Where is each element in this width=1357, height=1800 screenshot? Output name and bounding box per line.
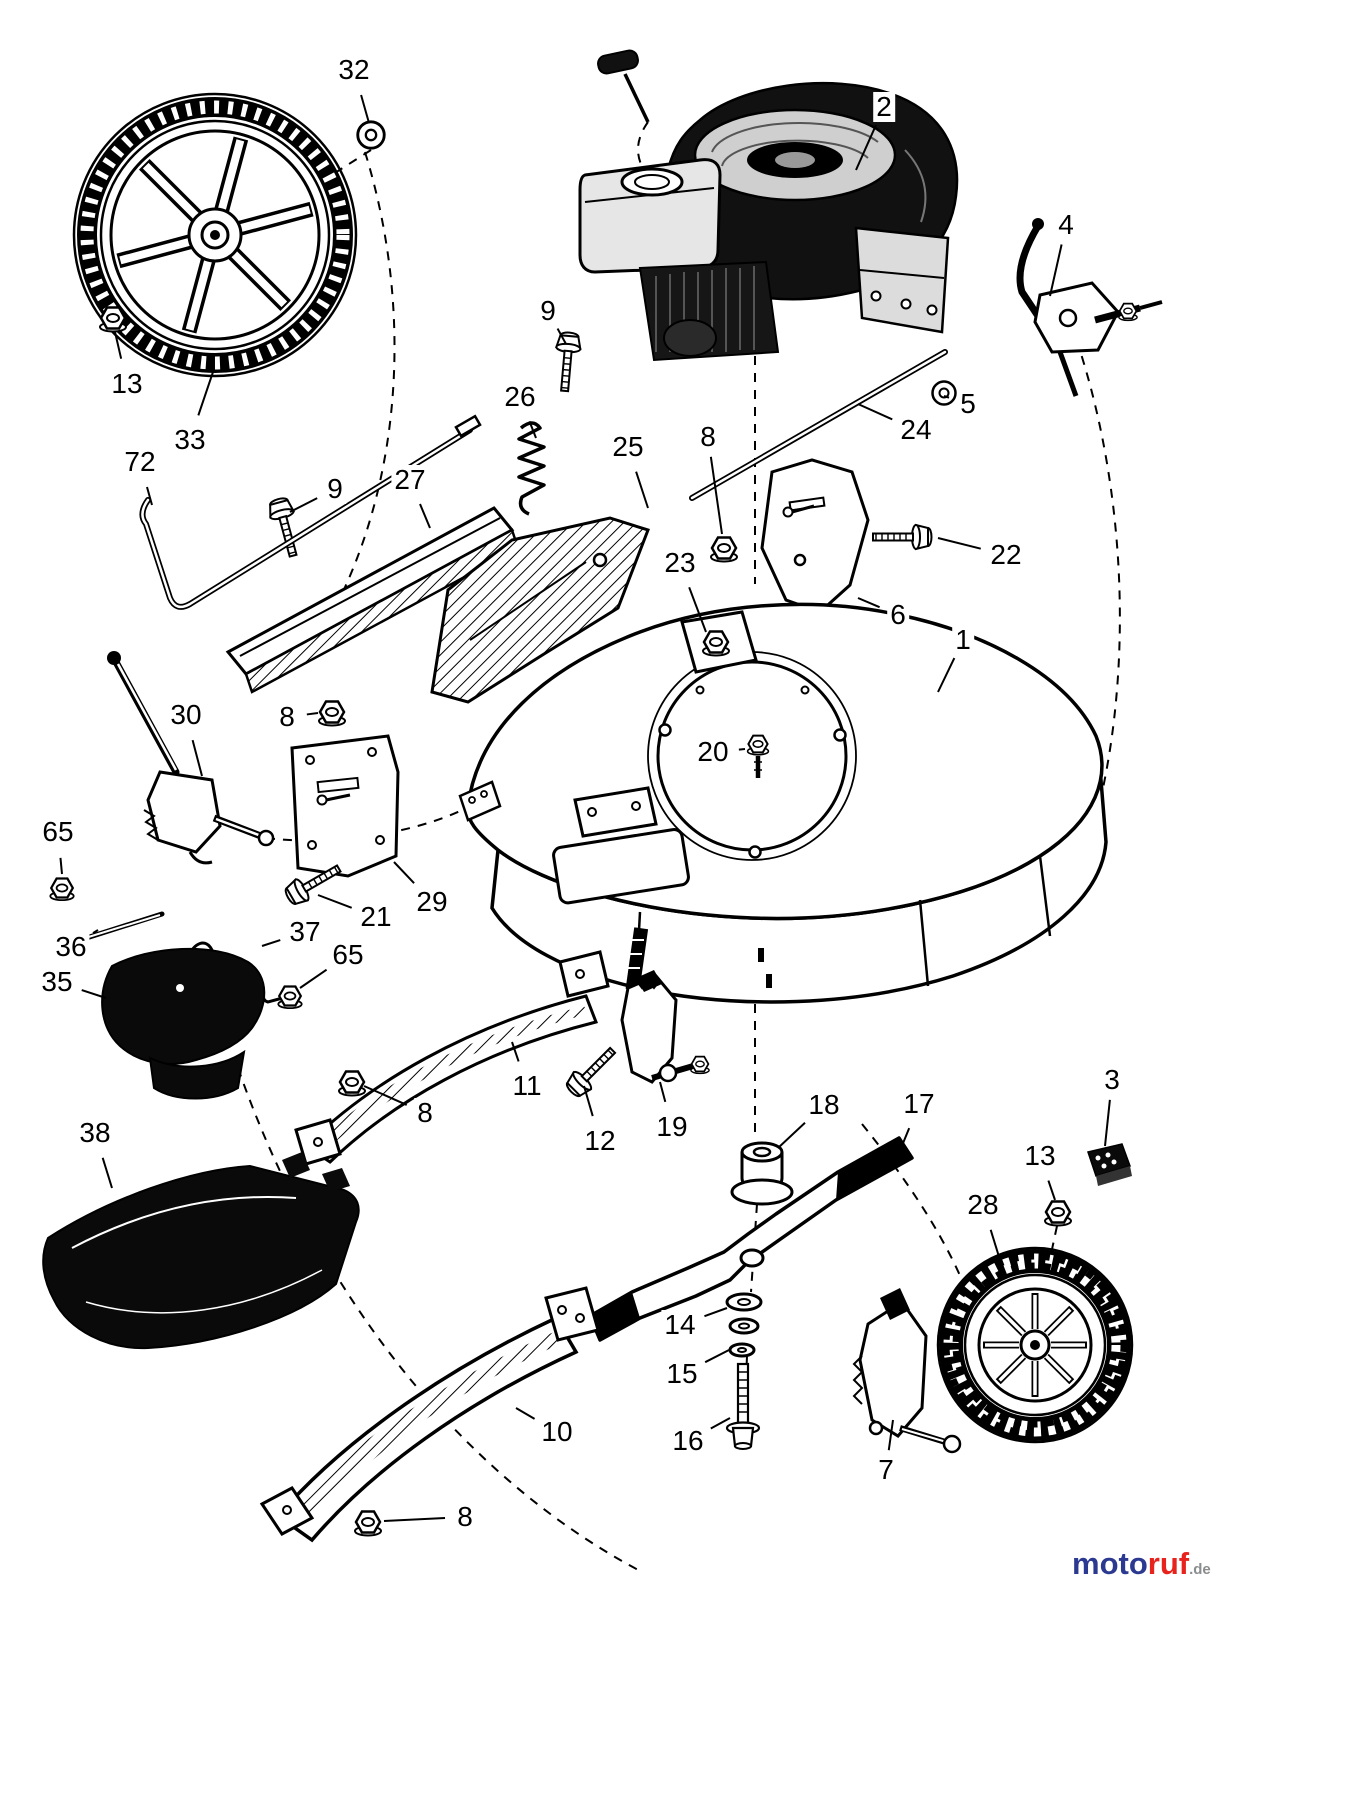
side-discharge-opening bbox=[552, 827, 690, 905]
washer-32 bbox=[356, 120, 386, 150]
watermark-moto: moto bbox=[1072, 1546, 1148, 1581]
bolt-9-upper bbox=[551, 330, 583, 393]
mount-plate-29 bbox=[290, 734, 400, 878]
nut-8-plate bbox=[317, 700, 347, 727]
nut-65-right bbox=[277, 985, 303, 1010]
blade-17 bbox=[588, 1136, 914, 1342]
blade-adapter-18 bbox=[730, 1141, 794, 1206]
bolt-22 bbox=[872, 524, 933, 550]
nut-8-mid bbox=[709, 536, 739, 563]
washer-5 bbox=[931, 380, 957, 406]
handle-bracket-right bbox=[1016, 218, 1163, 397]
blade-washer-15 bbox=[728, 1342, 756, 1358]
bolt-9-left bbox=[265, 495, 306, 560]
deck-center-opening bbox=[656, 660, 848, 852]
watermark-logo: motoruf.de bbox=[1072, 1546, 1211, 1582]
muffler bbox=[663, 319, 717, 357]
callout-leader-lines bbox=[59, 94, 1111, 1522]
nut-8-skirt bbox=[337, 1070, 367, 1097]
wheel-nut-13-left bbox=[98, 306, 128, 333]
nut-8-bottom bbox=[353, 1510, 383, 1537]
rear-wheel bbox=[936, 1246, 1134, 1444]
wheel-nut-13-right bbox=[1043, 1200, 1073, 1227]
handle-bracket-left bbox=[107, 651, 275, 865]
watermark-ruf: ruf bbox=[1147, 1546, 1190, 1581]
handle-rod-24 bbox=[689, 349, 948, 501]
mower-deck bbox=[458, 602, 1108, 1004]
spring-26 bbox=[517, 421, 546, 516]
front-skirt-11 bbox=[294, 950, 610, 1166]
engine-mount-bracket-6 bbox=[760, 458, 870, 614]
rear-skirt-10 bbox=[259, 1286, 600, 1543]
discharge-guard-25 bbox=[430, 516, 650, 704]
watermark-domain: .de bbox=[1189, 1561, 1211, 1578]
trail-shield-27 bbox=[225, 506, 520, 694]
deflector-38 bbox=[42, 1152, 360, 1350]
nut-65-left bbox=[49, 877, 75, 902]
clip-3 bbox=[1087, 1143, 1132, 1186]
front-wheel bbox=[72, 92, 358, 378]
engine bbox=[578, 49, 959, 362]
blade-washers-14 bbox=[725, 1292, 763, 1335]
throttle-knob bbox=[597, 49, 639, 75]
height-lever-19 bbox=[620, 927, 710, 1084]
deck-bolt-20 bbox=[746, 734, 770, 778]
control-rod-72 bbox=[139, 414, 482, 610]
height-lever-7 bbox=[852, 1288, 962, 1454]
crankcase bbox=[854, 226, 950, 334]
mulch-cover-35 bbox=[101, 947, 266, 1100]
blade-bolt-16 bbox=[725, 1362, 761, 1450]
bolt-12 bbox=[561, 1040, 623, 1102]
rod-36 bbox=[76, 911, 165, 944]
nut-23-on-tab bbox=[680, 610, 758, 674]
